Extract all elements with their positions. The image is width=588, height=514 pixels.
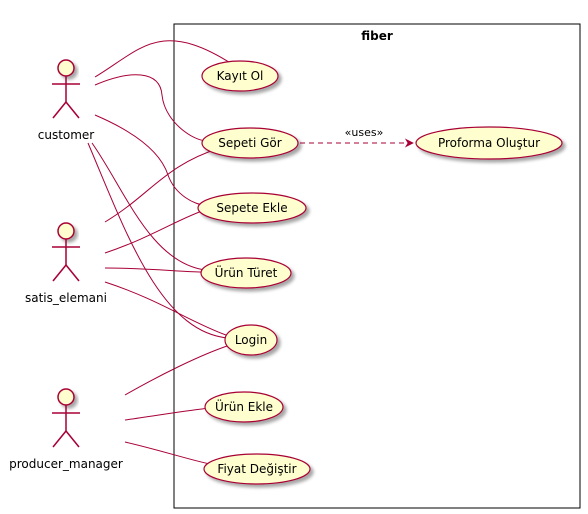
association-customer-sepeti-gor <box>94 74 211 142</box>
usecase-label: Login <box>235 333 267 347</box>
usecase-sepeti-gor[interactable]: Sepeti Gör <box>201 127 299 159</box>
association-producer-fiyat-degistir <box>124 441 211 465</box>
association-producer-login <box>124 344 231 396</box>
actor-customer[interactable] <box>52 59 80 119</box>
association-customer-urun-turet <box>91 142 206 271</box>
actor-label-producer-manager: producer_manager <box>9 457 123 471</box>
usecase-label: Sepeti Gör <box>218 136 281 150</box>
association-producer-urun-ekle <box>124 407 211 421</box>
usecase-label: Proforma Oluştur <box>438 136 540 150</box>
usecase-urun-ekle[interactable]: Ürün Ekle <box>204 391 284 423</box>
usecase-label: Sepete Ekle <box>216 201 287 215</box>
system-boundary <box>173 23 581 509</box>
association-satis-sepete-ekle <box>104 209 206 254</box>
usecase-fiyat-degistir[interactable]: Fiyat Değiştir <box>203 453 311 485</box>
association-satis-login <box>104 281 227 336</box>
uses-label: «uses» <box>345 126 384 139</box>
association-customer-sepete-ekle <box>94 114 206 206</box>
association-satis-urun-turet <box>104 267 203 273</box>
actor-label-customer: customer <box>38 128 95 142</box>
association-customer-kayit-ol <box>94 40 233 78</box>
usecase-proforma-olustur[interactable]: Proforma Oluştur <box>415 126 563 160</box>
usecase-label: Ürün Ekle <box>215 398 273 414</box>
usecase-sepete-ekle[interactable]: Sepete Ekle <box>197 192 307 224</box>
usecase-label: Kayıt Ol <box>217 69 264 83</box>
association-satis-sepeti-gor <box>104 147 221 223</box>
usecase-kayit-ol[interactable]: Kayıt Ol <box>201 60 279 92</box>
actor-label-satis-elemani: satis_elemani <box>25 291 107 305</box>
system-title: fiber <box>361 29 393 43</box>
usecase-label: Ürün Türet <box>215 264 278 280</box>
actor-producer-manager[interactable] <box>52 388 80 448</box>
association-customer-login <box>87 142 229 339</box>
usecase-login[interactable]: Login <box>224 324 278 356</box>
usecase-urun-turet[interactable]: Ürün Türet <box>200 257 292 289</box>
actor-satis-elemani[interactable] <box>52 222 80 282</box>
usecase-label: Fiyat Değiştir <box>217 462 296 476</box>
associations <box>87 40 233 465</box>
